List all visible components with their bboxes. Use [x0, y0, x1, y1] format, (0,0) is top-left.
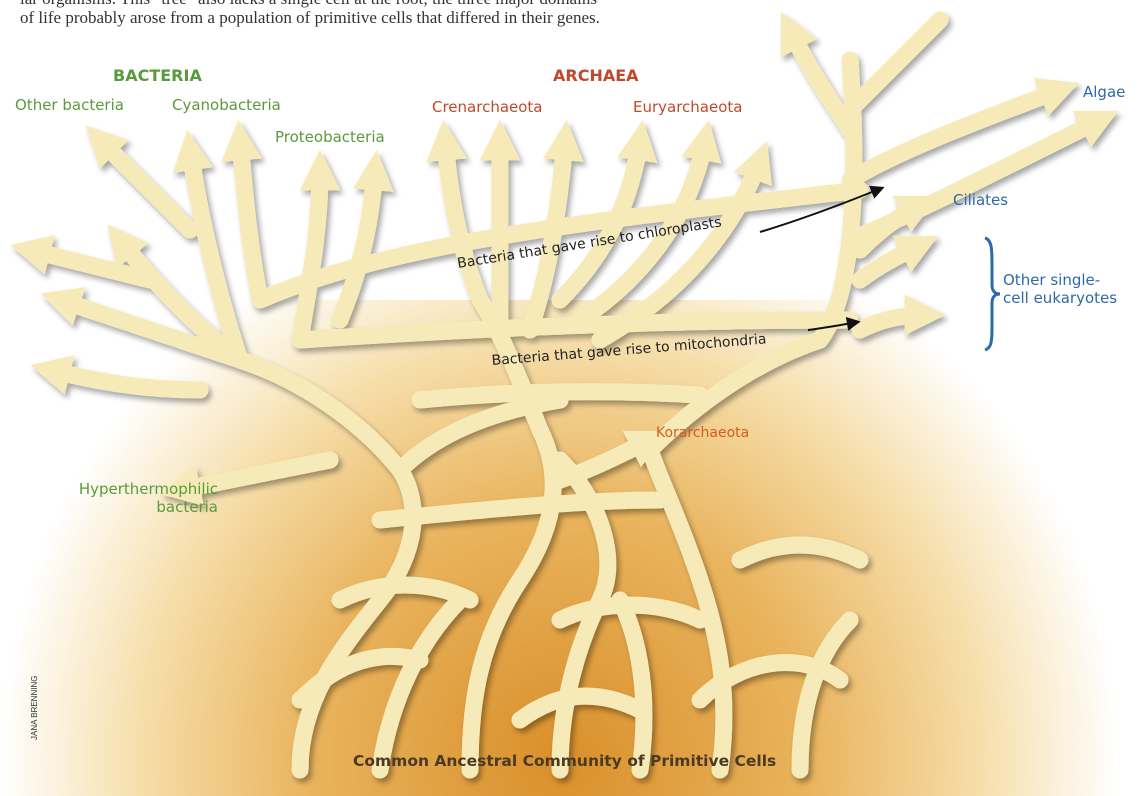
- crenarchaeota-label: Crenarchaeota: [432, 98, 543, 116]
- archaea-heading: ARCHAEA: [553, 67, 639, 85]
- cyanobacteria-label: Cyanobacteria: [172, 96, 281, 114]
- caption-line-1: lar organisms. This "tree" also lacks a …: [20, 0, 720, 8]
- other-eukaryotes-line-2: cell eukaryotes: [1003, 289, 1117, 307]
- bacteria-heading: BACTERIA: [113, 67, 202, 85]
- hyperthermophilic-line-2: bacteria: [63, 498, 218, 516]
- other-bacteria-label: Other bacteria: [15, 96, 124, 114]
- other-eukaryotes-label: Other single- cell eukaryotes: [1003, 271, 1117, 307]
- algae-label: Algae: [1083, 83, 1125, 101]
- hyperthermophilic-line-1: Hyperthermophilic: [63, 480, 218, 498]
- figure-caption: lar organisms. This "tree" also lacks a …: [20, 0, 720, 27]
- hyperthermophilic-label: Hyperthermophilic bacteria: [63, 480, 218, 516]
- artist-credit: JANA BRENNING: [30, 676, 39, 740]
- proteobacteria-label: Proteobacteria: [275, 128, 385, 146]
- caption-line-2: of life probably arose from a population…: [20, 8, 720, 27]
- other-eukaryotes-line-1: Other single-: [1003, 271, 1117, 289]
- root-label: Common Ancestral Community of Primitive …: [353, 752, 776, 770]
- ciliates-label: Ciliates: [953, 191, 1008, 209]
- korarchaeota-label: Korarchaeota: [656, 424, 749, 442]
- euryarchaeota-label: Euryarchaeota: [633, 98, 742, 116]
